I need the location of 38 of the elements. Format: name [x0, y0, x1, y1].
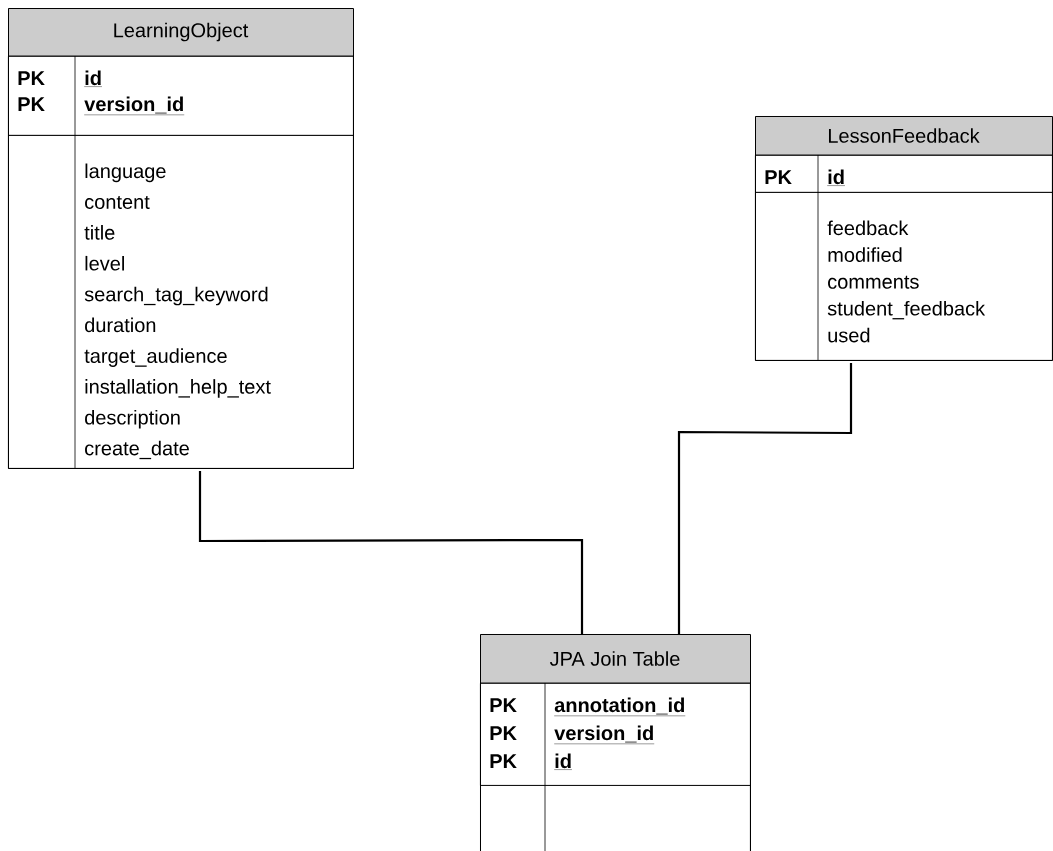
table-section: [755, 191, 1053, 361]
table-header: LessonFeedback: [829, 128, 980, 143]
key-label: PK: [490, 698, 517, 712]
column-name: version_id: [554, 725, 655, 745]
table-section: [755, 154, 1053, 193]
connector-line: [198, 471, 584, 634]
column-name: search_tag_keyword: [84, 286, 268, 306]
column-name: language: [85, 163, 166, 183]
key-label: PK: [18, 71, 45, 85]
table-header: LearningObject: [114, 22, 249, 42]
table-section: [8, 134, 354, 469]
column-name: used: [828, 327, 870, 343]
column-name: version_id: [84, 96, 185, 116]
column-name: comments: [828, 275, 919, 289]
column-name: annotation_id: [554, 697, 686, 717]
column-name: id: [554, 753, 573, 770]
table-section: [480, 784, 751, 851]
key-label: PK: [18, 97, 45, 111]
key-label: PK: [490, 754, 517, 768]
table-section: [480, 682, 751, 786]
connector-line: [677, 363, 853, 634]
column-name: id: [84, 70, 103, 87]
column-name: level: [85, 255, 124, 271]
column-name: feedback: [827, 220, 909, 236]
column-name: title: [84, 225, 115, 240]
key-label: PK: [765, 170, 792, 184]
key-label: PK: [490, 726, 517, 740]
column-name: modified: [828, 247, 902, 262]
table-header: JPA Join Table: [549, 651, 680, 666]
column-name: duration: [85, 317, 156, 333]
column-name: content: [85, 195, 150, 209]
column-name: target_audience: [84, 348, 227, 367]
column-name: id: [827, 169, 846, 186]
column-name: installation_help_text: [85, 379, 271, 398]
column-name: student_feedback: [827, 300, 986, 320]
table-section: [8, 55, 354, 136]
column-name: description: [85, 409, 180, 429]
column-name: create_date: [85, 440, 189, 460]
